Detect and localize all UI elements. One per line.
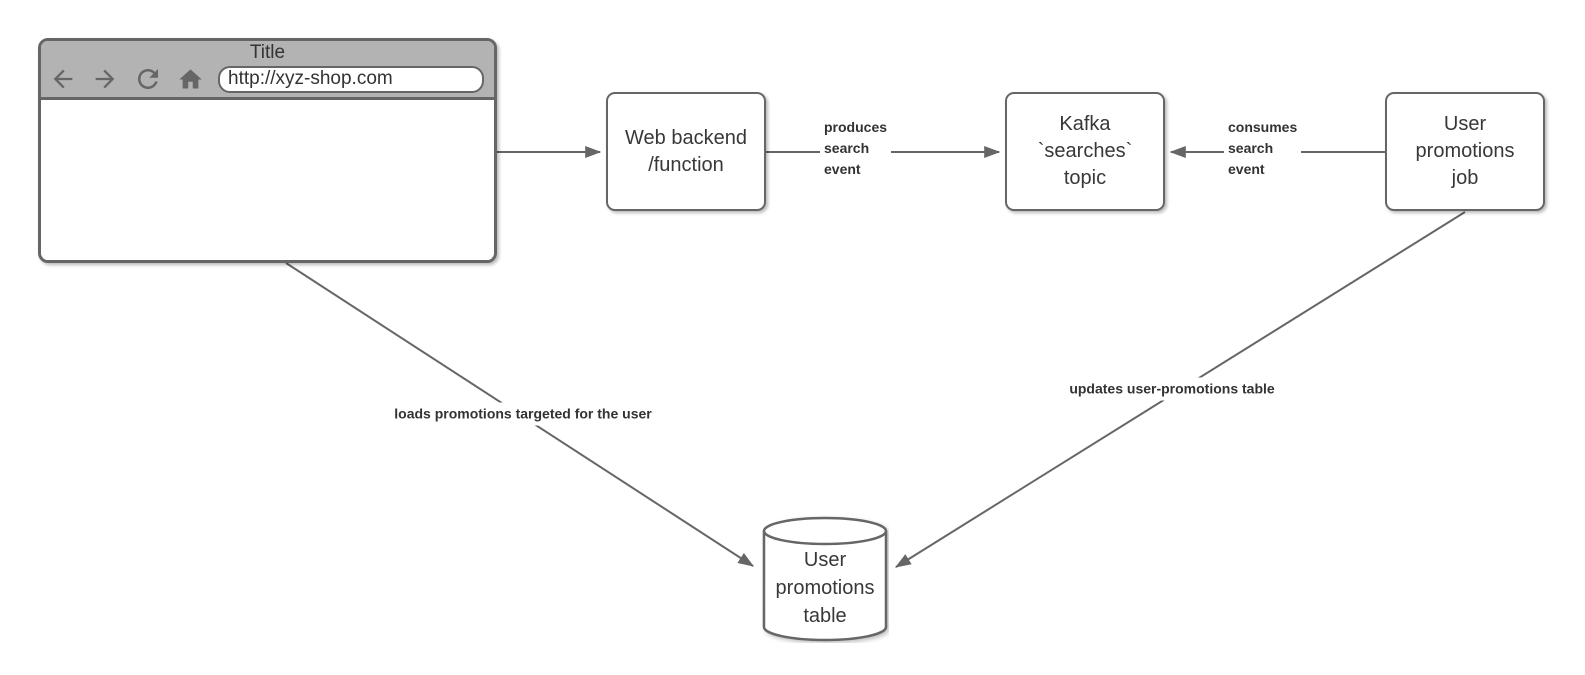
refresh-icon xyxy=(133,64,163,94)
browser-header: Title xyxy=(41,41,494,100)
edge-label-loads-promotions: loads promotions targeted for the user xyxy=(390,402,656,426)
db-label: User promotions table xyxy=(775,548,875,627)
node-kafka-searches-topic: Kafka `searches` topic xyxy=(1005,92,1165,211)
browser-viewport xyxy=(41,100,494,260)
url-bar: http://xyz-shop.com xyxy=(218,65,484,93)
edge-label-produces-search-event: produces search event xyxy=(820,116,892,181)
back-icon xyxy=(49,65,77,93)
browser-toolbar: http://xyz-shop.com xyxy=(41,63,494,95)
edge-label-consumes-search-event: consumes search event xyxy=(1224,116,1302,181)
browser-title: Title xyxy=(249,42,286,63)
database-cylinder-icon xyxy=(762,516,888,642)
edge-label-updates-table: updates user-promotions table xyxy=(1065,377,1279,401)
node-web-backend: Web backend /function xyxy=(606,92,766,211)
browser-window: Title xyxy=(38,38,497,263)
home-icon xyxy=(177,66,204,93)
node-user-promotions-table: User promotions table xyxy=(761,515,889,643)
forward-icon xyxy=(91,65,119,93)
node-user-promotions-job: User promotions job xyxy=(1385,92,1545,211)
